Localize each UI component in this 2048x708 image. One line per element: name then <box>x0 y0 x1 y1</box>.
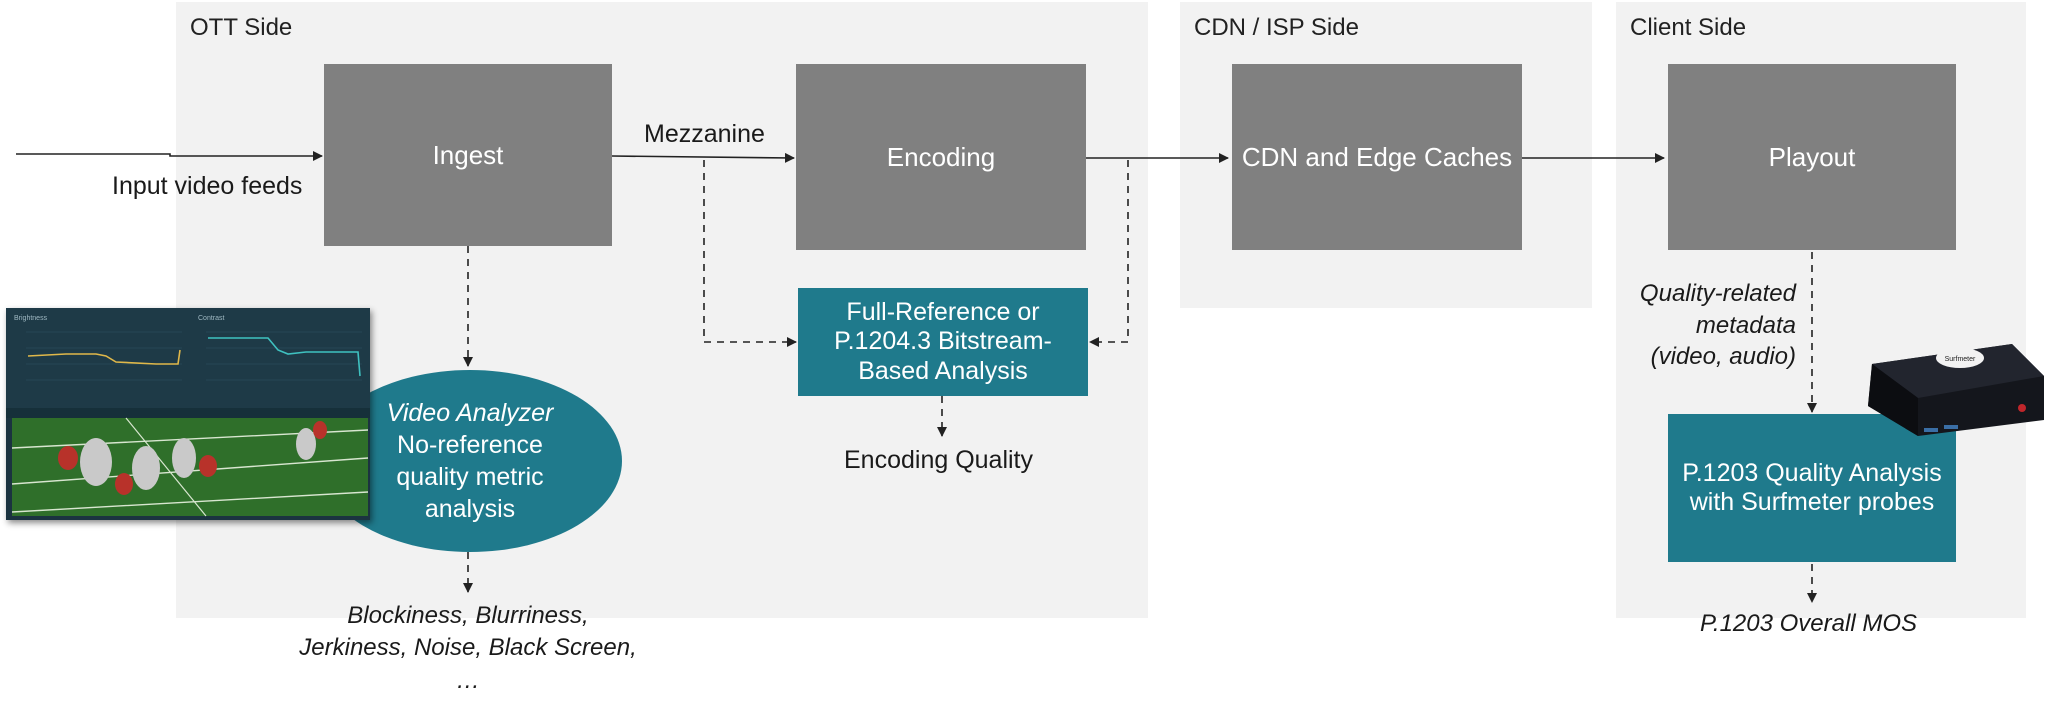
quality-metadata-line-2: metadata <box>1695 311 1796 339</box>
artifacts-line-3: … <box>456 666 480 694</box>
region-title-client: Client Side <box>1630 14 1747 41</box>
playout-box: Playout <box>1668 64 1956 250</box>
artifacts-line-1: Blockiness, Blurriness, <box>347 602 589 629</box>
full-reference-line-3: Based Analysis <box>858 356 1028 385</box>
overall-mos-label: P.1203 Overall MOS <box>1700 610 1917 637</box>
quality-metadata-line-1: Quality-related <box>1639 280 1796 307</box>
surfmeter-brand-label: Surfmeter <box>1945 356 1976 363</box>
arrow-encoding-to-fullref <box>1089 160 1129 347</box>
full-reference-analysis-box: Full-Reference or P.1204.3 Bitstream- Ba… <box>798 288 1088 396</box>
analyzer-screenshot-graphic: Brightness Contrast <box>6 308 370 517</box>
encoding-quality-label: Encoding Quality <box>844 446 1034 474</box>
surfmeter-device-graphic: Surfmeter <box>1868 344 2044 436</box>
full-reference-line-1: Full-Reference or <box>846 297 1040 326</box>
video-analyzer-title: Video Analyzer <box>386 399 554 427</box>
region-title-cdn: CDN / ISP Side <box>1194 14 1359 41</box>
arrow-mezzanine-to-fullref <box>703 160 797 347</box>
cdn-caches-box: CDN and Edge Caches <box>1232 64 1522 250</box>
video-analyzer-line-1: No-reference <box>397 431 543 459</box>
region-title-ott: OTT Side <box>190 14 293 41</box>
artifacts-line-2: Jerkiness, Noise, Black Screen, <box>299 634 637 662</box>
video-analyzer-line-2: quality metric <box>396 463 544 491</box>
encoding-box: Encoding <box>796 64 1086 250</box>
screenshot-right-panel-label: Contrast <box>198 315 225 322</box>
arrow-input-to-ingest <box>16 151 323 161</box>
quality-metadata-line-3: (video, audio) <box>1650 343 1796 371</box>
ingest-box: Ingest <box>324 64 612 246</box>
arrow-ingest-to-encoding <box>611 152 795 163</box>
p1203-line-2: with Surfmeter probes <box>1689 488 1935 516</box>
screenshot-left-panel-label: Brightness <box>14 315 48 322</box>
video-analyzer-line-3: analysis <box>424 495 516 523</box>
input-feeds-label: Input video feeds <box>112 172 303 200</box>
full-reference-line-2: P.1204.3 Bitstream- <box>834 327 1052 356</box>
artifacts-label: Blockiness, Blurriness, Jerkiness, Noise… <box>268 600 668 697</box>
mezzanine-label: Mezzanine <box>644 120 765 148</box>
surfmeter-device: Surfmeter <box>1862 336 2046 438</box>
quality-metadata-label: Quality-related metadata (video, audio) <box>1640 278 1796 373</box>
video-analyzer-ellipse: Video Analyzer No-reference quality metr… <box>318 370 622 552</box>
analyzer-screenshot: Brightness Contrast <box>6 308 370 520</box>
p1203-analysis-box: P.1203 Quality Analysis with Surfmeter p… <box>1668 414 1956 562</box>
p1203-line-1: P.1203 Quality Analysis <box>1682 458 1942 487</box>
